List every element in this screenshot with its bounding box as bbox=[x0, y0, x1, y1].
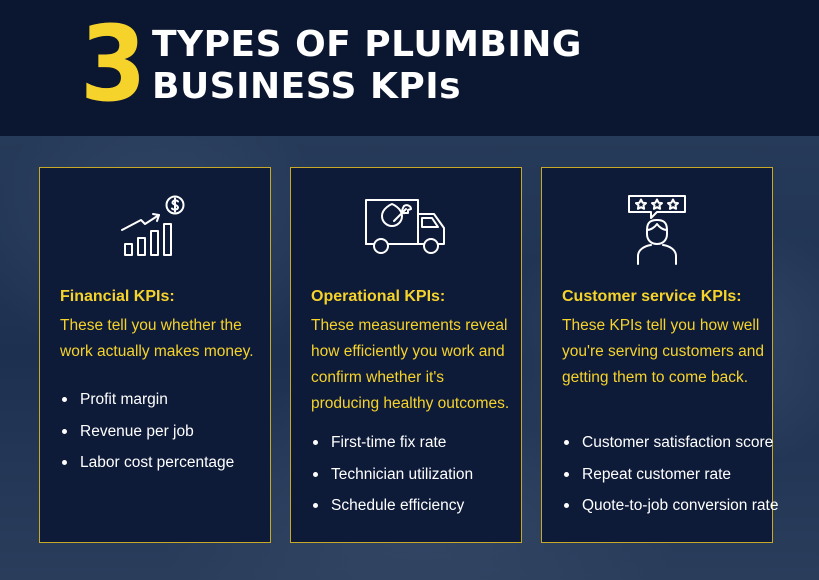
list-item: Customer satisfaction score bbox=[564, 427, 774, 459]
card-operational: Operational KPIs: These measurements rev… bbox=[290, 167, 522, 543]
kpi-list: Profit margin Revenue per job Labor cost… bbox=[62, 384, 272, 479]
big-number: 3 bbox=[80, 3, 147, 125]
page-title: TYPES OF PLUMBING BUSINESS KPIs bbox=[152, 24, 582, 108]
card-title: Customer service KPIs: bbox=[562, 288, 742, 305]
card-title: Financial KPIs: bbox=[60, 288, 175, 305]
bullet-icon bbox=[564, 471, 569, 477]
kpi-list: First-time fix rate Technician utilizati… bbox=[313, 427, 523, 522]
bullet-icon bbox=[62, 460, 67, 466]
kpi-label: Technician utilization bbox=[331, 465, 474, 483]
bullet-icon bbox=[564, 440, 569, 446]
kpi-label: Customer satisfaction score bbox=[582, 434, 774, 451]
card-description: These tell you whether the work actually… bbox=[60, 317, 254, 360]
card-title: Operational KPIs: bbox=[311, 288, 446, 305]
kpi-label: Revenue per job bbox=[80, 422, 194, 440]
card-customer-service: Customer service KPIs: These KPIs tell y… bbox=[541, 167, 778, 543]
kpi-label: Repeat customer rate bbox=[582, 465, 732, 483]
bullet-icon bbox=[313, 440, 318, 446]
kpi-label: First-time fix rate bbox=[331, 434, 447, 451]
list-item: Repeat customer rate bbox=[564, 459, 774, 491]
kpi-list: Customer satisfaction score Repeat custo… bbox=[564, 427, 778, 522]
kpi-label: Schedule efficiency bbox=[331, 497, 465, 514]
title-line-2: BUSINESS KPIs bbox=[152, 66, 462, 107]
list-item: Revenue per job bbox=[62, 416, 272, 448]
growth-chart-dollar-icon bbox=[40, 194, 270, 266]
customer-rating-stars-icon bbox=[542, 194, 772, 266]
title-line-1: TYPES OF PLUMBING bbox=[152, 24, 582, 65]
kpi-label: Quote-to-job conversion rate bbox=[582, 497, 779, 514]
header-banner: 3 TYPES OF PLUMBING BUSINESS KPIs bbox=[0, 0, 819, 136]
list-item: Technician utilization bbox=[313, 459, 523, 491]
bullet-icon bbox=[313, 471, 318, 477]
list-item: Labor cost percentage bbox=[62, 447, 272, 479]
bullet-icon bbox=[564, 503, 569, 509]
bullet-icon bbox=[313, 503, 318, 509]
kpi-label: Profit margin bbox=[80, 391, 168, 408]
list-item: Profit margin bbox=[62, 384, 272, 416]
list-item: First-time fix rate bbox=[313, 427, 523, 459]
card-description: These KPIs tell you how well you're serv… bbox=[562, 317, 764, 386]
list-item: Schedule efficiency bbox=[313, 490, 523, 522]
service-truck-wrench-icon bbox=[291, 194, 521, 266]
list-item: Quote-to-job conversion rate bbox=[564, 490, 778, 522]
card-financial: Financial KPIs: These tell you whether t… bbox=[39, 167, 271, 543]
bullet-icon bbox=[62, 428, 67, 434]
card-description: These measurements reveal how efficientl… bbox=[311, 317, 510, 412]
kpi-label: Labor cost percentage bbox=[80, 454, 235, 471]
bullet-icon bbox=[62, 397, 67, 403]
